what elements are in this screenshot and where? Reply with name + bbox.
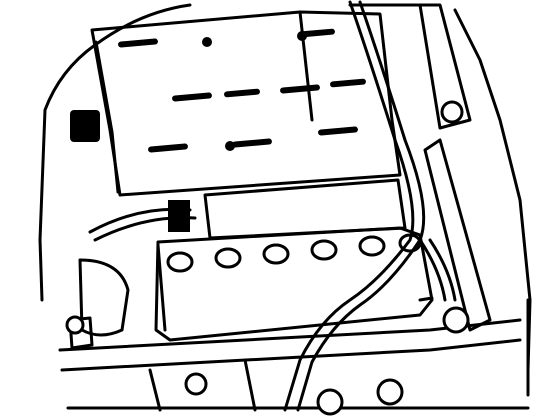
right-bracket bbox=[418, 3, 492, 332]
battery-cover bbox=[90, 10, 402, 197]
battery-top-housing bbox=[203, 178, 407, 240]
terminal-post bbox=[168, 200, 190, 232]
mounting-bolts bbox=[65, 100, 470, 416]
cover-slots bbox=[118, 28, 366, 153]
left-knob bbox=[70, 110, 100, 142]
left-connector bbox=[68, 258, 130, 350]
chassis-rail bbox=[58, 318, 522, 412]
battery-cell-caps bbox=[166, 233, 422, 273]
